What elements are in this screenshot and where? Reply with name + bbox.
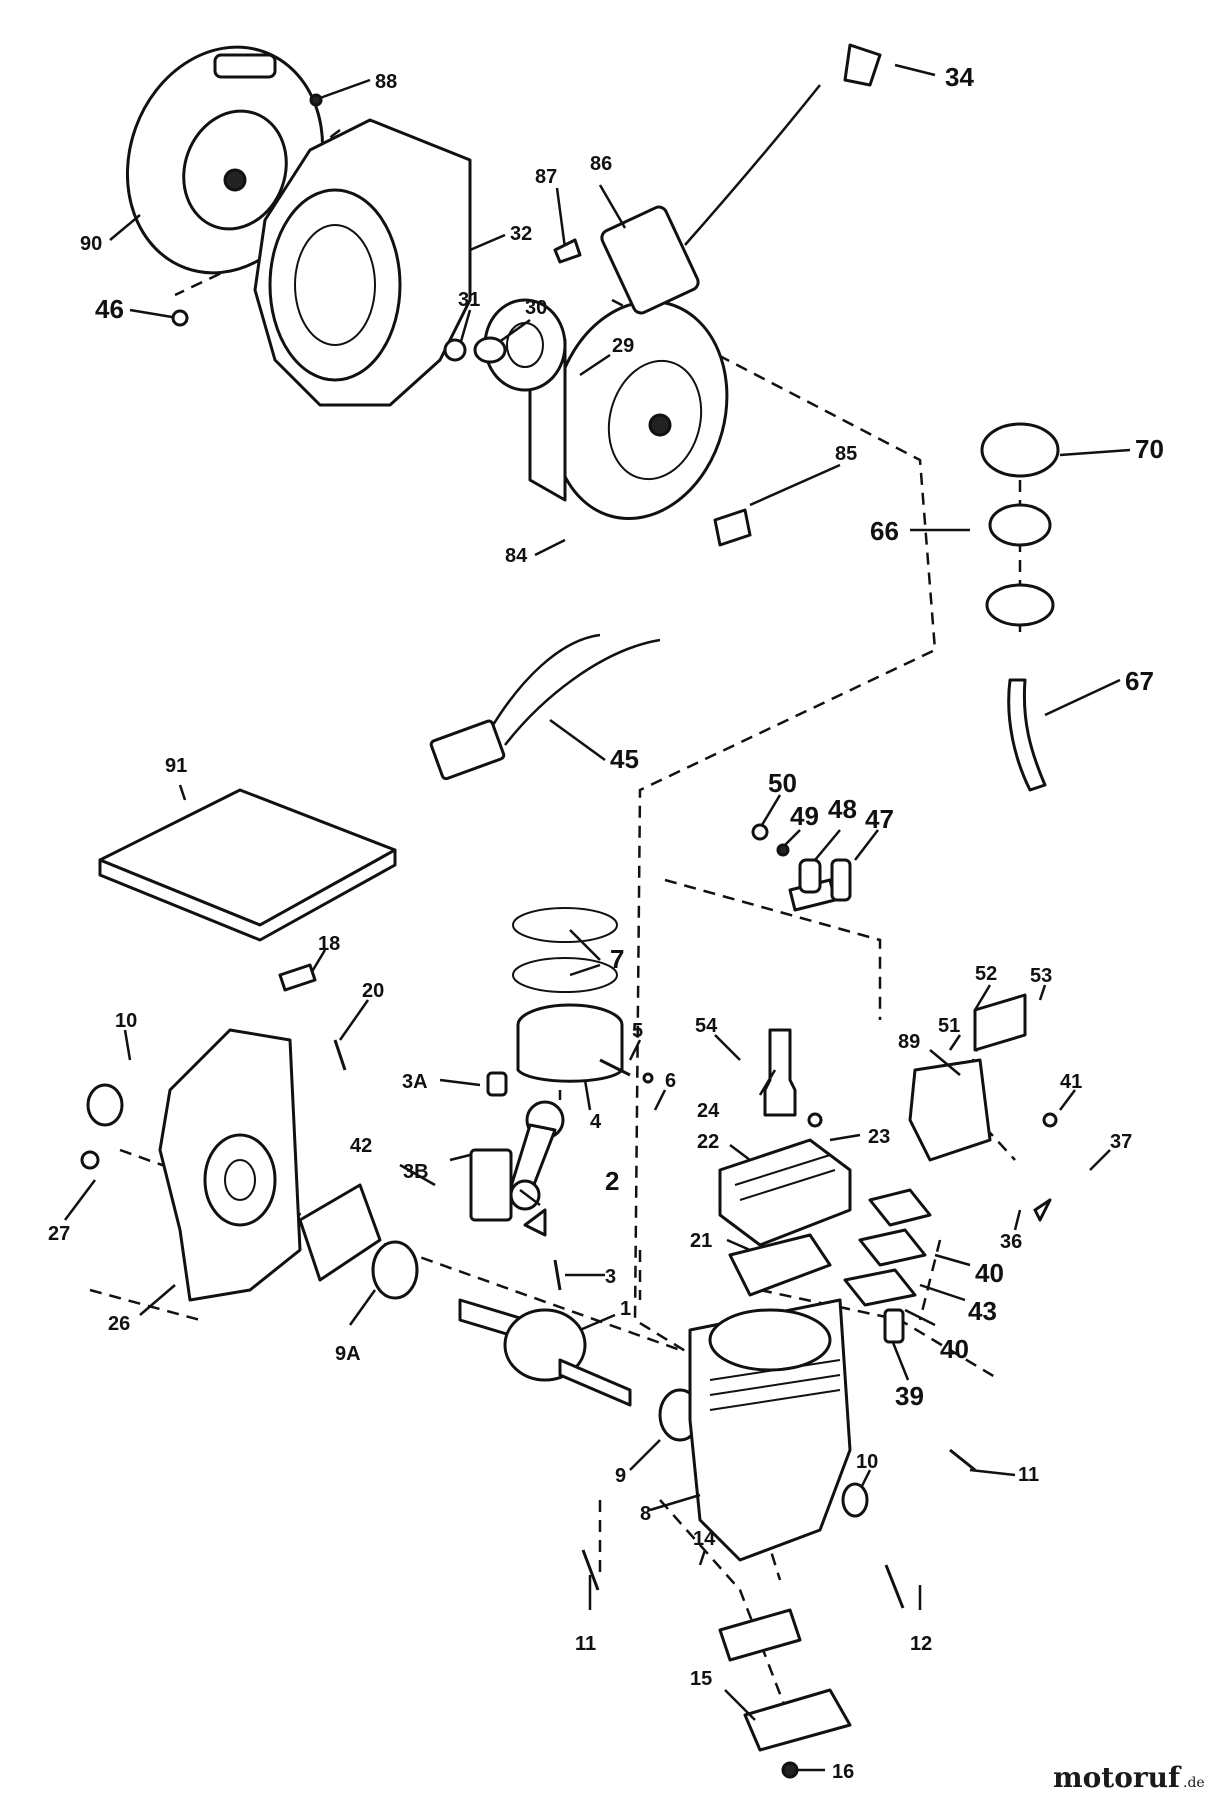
callout-12: 12 bbox=[910, 1633, 932, 1655]
callout-26: 26 bbox=[108, 1313, 130, 1335]
callout-5: 5 bbox=[632, 1020, 643, 1042]
callout-21: 21 bbox=[690, 1230, 712, 1252]
callout-2: 2 bbox=[605, 1166, 619, 1196]
watermark: motoruf .de bbox=[1053, 1761, 1205, 1794]
callout-23: 23 bbox=[868, 1126, 890, 1148]
callout-1: 1 bbox=[620, 1298, 631, 1320]
callout-48: 48 bbox=[828, 794, 857, 824]
starter-cup bbox=[483, 298, 567, 392]
callout-22: 22 bbox=[697, 1131, 719, 1153]
carburetor bbox=[908, 993, 1027, 1162]
callout-15: 15 bbox=[690, 1668, 712, 1690]
spark-plug bbox=[763, 1028, 797, 1117]
callout-24: 24 bbox=[697, 1100, 720, 1122]
callout-87: 87 bbox=[535, 166, 557, 188]
callout-89: 89 bbox=[898, 1031, 920, 1053]
callout-52: 52 bbox=[975, 963, 997, 985]
callout-85: 85 bbox=[835, 443, 857, 465]
callout-53: 53 bbox=[1030, 965, 1052, 987]
callout-54: 54 bbox=[695, 1015, 718, 1037]
callout-4: 4 bbox=[590, 1111, 602, 1133]
callout-9A: 9A bbox=[335, 1343, 361, 1365]
callout-66: 66 bbox=[870, 516, 899, 546]
callout-90: 90 bbox=[80, 233, 102, 255]
callout-16: 16 bbox=[832, 1761, 854, 1783]
callout-45: 45 bbox=[610, 744, 639, 774]
callout-20: 20 bbox=[362, 980, 384, 1002]
bearing-9a bbox=[371, 1240, 419, 1300]
callout-32: 32 bbox=[510, 223, 532, 245]
callout-84: 84 bbox=[505, 545, 528, 567]
crankcase-cover bbox=[158, 1028, 302, 1302]
wire-harness bbox=[429, 633, 661, 781]
callout-40a: 40 bbox=[975, 1258, 1004, 1288]
head-gasket bbox=[728, 1233, 832, 1297]
watermark-suffix: .de bbox=[1183, 1775, 1205, 1791]
callout-47: 47 bbox=[865, 804, 894, 834]
cylinder-block bbox=[688, 1298, 852, 1562]
piston-rings bbox=[512, 907, 618, 993]
callout-18: 18 bbox=[318, 933, 340, 955]
callout-36: 36 bbox=[1000, 1231, 1022, 1253]
callout-10: 10 bbox=[115, 1010, 137, 1032]
callout-37: 37 bbox=[1110, 1131, 1132, 1153]
callout-3A: 3A bbox=[402, 1071, 428, 1093]
callout-3: 3 bbox=[605, 1266, 616, 1288]
piston bbox=[516, 1003, 624, 1083]
carb-gaskets bbox=[843, 1188, 932, 1307]
callout-labels: 34 88 87 86 90 32 46 31 30 29 70 85 66 8… bbox=[48, 62, 1164, 1783]
callout-6: 6 bbox=[665, 1070, 676, 1092]
cylinder-head bbox=[718, 1138, 852, 1247]
fasteners bbox=[80, 93, 1058, 1779]
callout-30: 30 bbox=[525, 297, 547, 319]
callout-10b: 10 bbox=[856, 1451, 878, 1473]
callout-49: 49 bbox=[790, 801, 819, 831]
callout-7: 7 bbox=[610, 944, 624, 974]
callout-41: 41 bbox=[1060, 1071, 1082, 1093]
connecting-rod bbox=[508, 1100, 565, 1211]
callout-70: 70 bbox=[1135, 434, 1164, 464]
callout-86: 86 bbox=[590, 153, 612, 175]
callout-3B: 3B bbox=[403, 1161, 429, 1183]
watermark-brand: motoruf bbox=[1053, 1761, 1182, 1794]
callout-29: 29 bbox=[612, 335, 634, 357]
primer-assembly bbox=[980, 422, 1060, 792]
callout-50: 50 bbox=[768, 768, 797, 798]
callout-91: 91 bbox=[165, 755, 187, 777]
crankshaft bbox=[458, 1298, 632, 1407]
ignition-coil bbox=[600, 43, 882, 315]
callout-39: 39 bbox=[895, 1381, 924, 1411]
callout-88: 88 bbox=[375, 71, 397, 93]
callout-14: 14 bbox=[693, 1528, 716, 1550]
callout-34: 34 bbox=[945, 62, 974, 92]
flywheel bbox=[528, 299, 729, 521]
callout-8: 8 bbox=[640, 1503, 651, 1525]
callout-67: 67 bbox=[1125, 666, 1154, 696]
gasket-42 bbox=[298, 1183, 382, 1282]
air-filter bbox=[98, 788, 397, 942]
callout-43: 43 bbox=[968, 1296, 997, 1326]
callout-11a: 11 bbox=[1018, 1464, 1039, 1486]
callout-11b: 11 bbox=[575, 1633, 596, 1655]
base-plates bbox=[718, 1608, 852, 1752]
callout-40b: 40 bbox=[940, 1334, 969, 1364]
callout-42: 42 bbox=[350, 1135, 372, 1157]
callout-46: 46 bbox=[95, 294, 124, 324]
callout-9: 9 bbox=[615, 1465, 626, 1487]
blower-housing bbox=[253, 118, 472, 407]
callout-31: 31 bbox=[458, 289, 480, 311]
callout-51: 51 bbox=[938, 1015, 960, 1037]
callout-27: 27 bbox=[48, 1223, 70, 1245]
